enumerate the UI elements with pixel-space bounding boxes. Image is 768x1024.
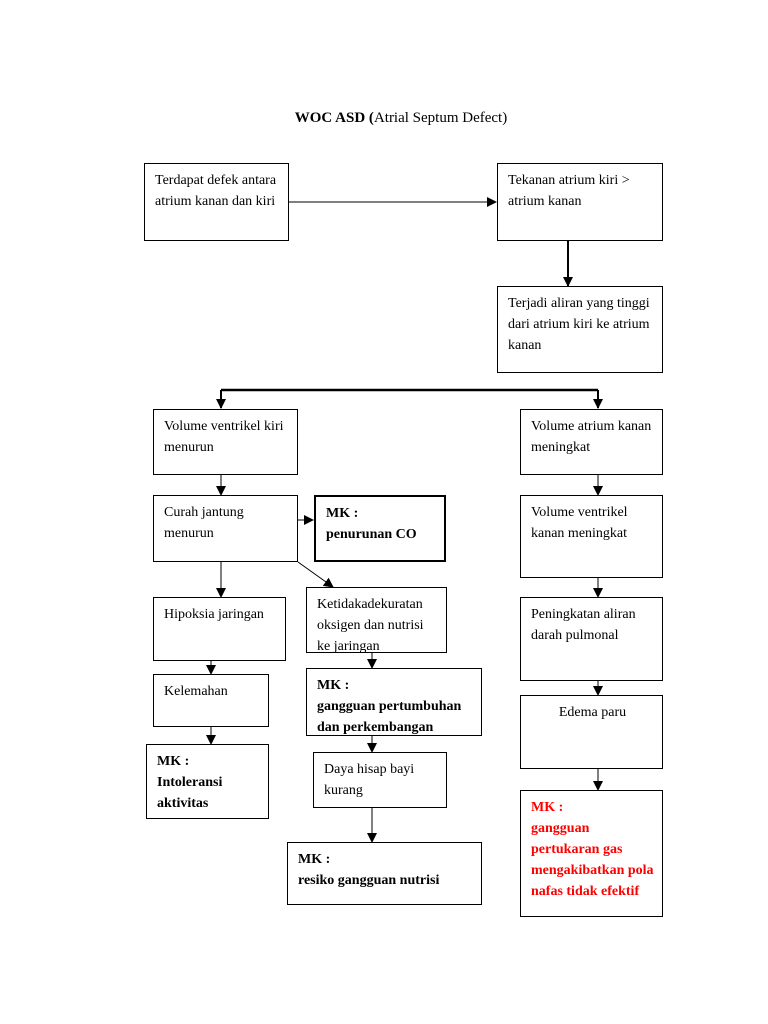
mk-tumbuh-text: gangguan pertumbuhan dan perkembangan bbox=[317, 699, 462, 735]
arrow-curah-ketidak bbox=[297, 561, 334, 588]
node-tekanan-text: Tekanan atrium kiri > atrium kanan bbox=[508, 173, 630, 209]
mk-gas-text: gangguan pertukaran gas mengakibatkan po… bbox=[531, 821, 654, 899]
node-vol-ventrikel-kanan: Volume ventrikel kanan meningkat bbox=[520, 495, 663, 578]
mk-co-label: MK : bbox=[326, 506, 359, 521]
node-mk-nutrisi: MK : resiko gangguan nutrisi bbox=[287, 842, 482, 905]
node-curah-text: Curah jantung menurun bbox=[164, 505, 244, 541]
node-mk-co: MK : penurunan CO bbox=[314, 495, 446, 562]
node-daya-hisap: Daya hisap bayi kurang bbox=[313, 752, 447, 808]
title-bold: WOC ASD ( bbox=[294, 110, 374, 126]
node-ketidakadekuatan-text: Ketidakadekuratan oksigen dan nutrisi ke… bbox=[317, 597, 424, 653]
node-kelemahan-text: Kelemahan bbox=[164, 684, 228, 699]
node-ketidakadekuatan: Ketidakadekuratan oksigen dan nutrisi ke… bbox=[306, 587, 447, 653]
node-daya-hisap-text: Daya hisap bayi kurang bbox=[324, 762, 415, 798]
node-hipoksia-text: Hipoksia jaringan bbox=[164, 607, 264, 622]
mk-nutrisi-text: resiko gangguan nutrisi bbox=[298, 873, 440, 888]
node-kelemahan: Kelemahan bbox=[153, 674, 269, 727]
node-aliran-pulmonal-text: Peningkatan aliran darah pulmonal bbox=[531, 607, 636, 643]
node-aliran: Terjadi aliran yang tinggi dari atrium k… bbox=[497, 286, 663, 373]
node-vol-ventrikel-kanan-text: Volume ventrikel kanan meningkat bbox=[531, 505, 628, 541]
page-title: WOC ASD (Atrial Septum Defect) bbox=[0, 108, 768, 128]
node-aliran-pulmonal: Peningkatan aliran darah pulmonal bbox=[520, 597, 663, 681]
node-edema: Edema paru bbox=[520, 695, 663, 769]
node-vol-atrium-kanan-text: Volume atrium kanan meningkat bbox=[531, 419, 652, 455]
node-vol-ventrikel-kiri-text: Volume ventrikel kiri menurun bbox=[164, 419, 284, 455]
node-edema-text: Edema paru bbox=[558, 705, 627, 720]
node-mk-tumbuh: MK : gangguan pertumbuhan dan perkembang… bbox=[306, 668, 482, 736]
node-aliran-text: Terjadi aliran yang tinggi dari atrium k… bbox=[508, 296, 650, 353]
mk-gas-label: MK : bbox=[531, 800, 564, 815]
node-tekanan: Tekanan atrium kiri > atrium kanan bbox=[497, 163, 663, 241]
mk-co-text: penurunan CO bbox=[326, 527, 417, 542]
mk-tumbuh-label: MK : bbox=[317, 678, 350, 693]
node-vol-ventrikel-kiri: Volume ventrikel kiri menurun bbox=[153, 409, 298, 475]
node-defek-text: Terdapat defek antara atrium kanan dan k… bbox=[155, 173, 277, 209]
node-hipoksia: Hipoksia jaringan bbox=[153, 597, 286, 661]
node-defek: Terdapat defek antara atrium kanan dan k… bbox=[144, 163, 289, 241]
node-vol-atrium-kanan: Volume atrium kanan meningkat bbox=[520, 409, 663, 475]
node-mk-intoleransi: MK : Intoleransi aktivitas bbox=[146, 744, 269, 819]
node-mk-gas: MK : gangguan pertukaran gas mengakibatk… bbox=[520, 790, 663, 917]
mk-intoleransi-label: MK : bbox=[157, 754, 190, 769]
mk-nutrisi-label: MK : bbox=[298, 852, 331, 867]
title-rest: Atrial Septum Defect) bbox=[373, 110, 508, 126]
mk-intoleransi-text: Intoleransi aktivitas bbox=[157, 775, 223, 811]
node-curah: Curah jantung menurun bbox=[153, 495, 298, 562]
